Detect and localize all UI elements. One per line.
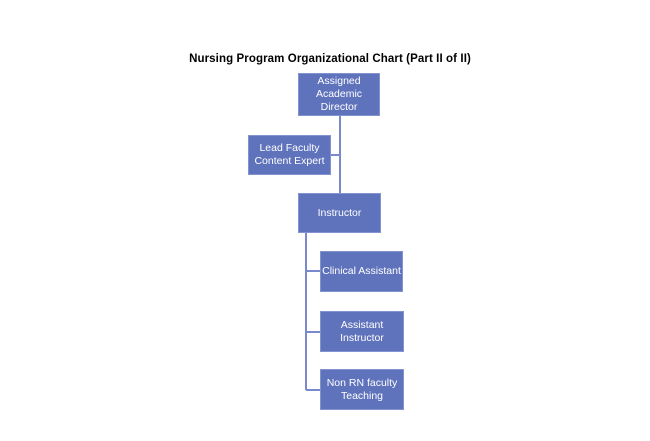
connector-instructor-drop-line xyxy=(305,233,307,390)
connector-assistant-instructor-branch xyxy=(306,331,320,333)
chart-title: Nursing Program Organizational Chart (Pa… xyxy=(189,53,471,65)
connector-non-rn-faculty-branch xyxy=(306,389,320,391)
connector-lead-faculty-branch xyxy=(331,154,340,156)
connector-clinical-assistant-branch xyxy=(306,270,320,272)
org-node-assistant-instructor: Assistant Instructor xyxy=(320,311,404,352)
org-node-instructor: Instructor xyxy=(298,193,381,233)
org-node-lead-faculty-content-expert: Lead Faculty Content Expert xyxy=(248,135,331,175)
org-node-non-rn-faculty-teaching: Non RN faculty Teaching xyxy=(320,369,404,410)
org-node-clinical-assistant: Clinical Assistant xyxy=(320,251,403,292)
org-node-assigned-academic-director: Assigned Academic Director xyxy=(298,73,380,116)
